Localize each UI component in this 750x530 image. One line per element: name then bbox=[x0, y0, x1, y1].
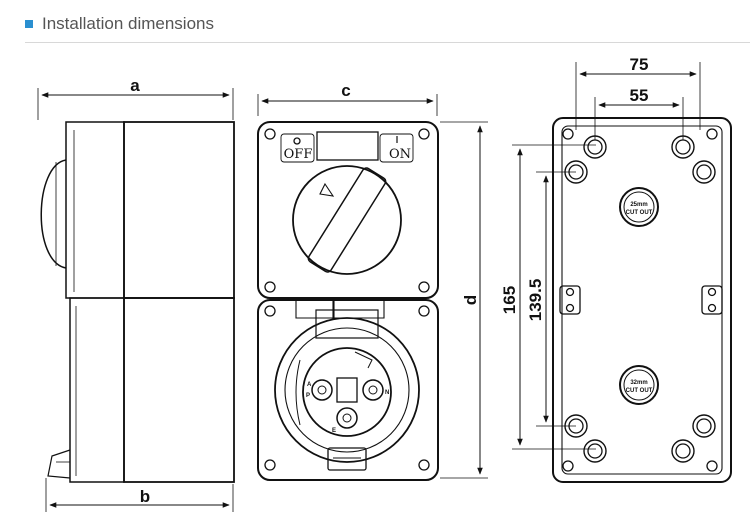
socket: A P N E bbox=[274, 317, 420, 471]
dim-165-label: 165 bbox=[500, 286, 519, 314]
rotary-switch bbox=[292, 165, 402, 275]
cutout-32mm: 32mm CUT OUT bbox=[619, 365, 659, 405]
dim-b-label: b bbox=[140, 487, 150, 506]
cutout-32-text: CUT OUT bbox=[626, 388, 653, 394]
side-view: a b bbox=[37, 76, 235, 512]
header-marker bbox=[25, 20, 33, 28]
dim-139-label: 139.5 bbox=[526, 279, 545, 322]
cutout-32-size: 32mm bbox=[630, 380, 647, 386]
section-title: Installation dimensions bbox=[42, 14, 214, 33]
pin-a-label: A bbox=[307, 382, 312, 388]
dim-55-label: 55 bbox=[630, 86, 649, 105]
header-divider bbox=[25, 42, 750, 43]
pin-e-label: E bbox=[332, 428, 336, 434]
pin-p-label: P bbox=[306, 393, 310, 399]
front-view: c d OFF ON bbox=[257, 81, 488, 481]
cutout-25mm: 25mm CUT OUT bbox=[619, 187, 659, 227]
section-header: Installation dimensions bbox=[25, 12, 214, 36]
on-label: ON bbox=[389, 147, 411, 162]
dim-75-label: 75 bbox=[630, 55, 649, 74]
off-label: OFF bbox=[284, 147, 313, 162]
cutout-25-text: CUT OUT bbox=[626, 210, 653, 216]
dim-d-label: d bbox=[461, 295, 480, 305]
cutout-25-size: 25mm bbox=[630, 202, 647, 208]
rear-view: 75 55 165 139.5 bbox=[500, 55, 732, 483]
pin-n-label: N bbox=[385, 390, 389, 396]
dim-a-label: a bbox=[130, 76, 140, 95]
dim-c-label: c bbox=[341, 81, 350, 100]
